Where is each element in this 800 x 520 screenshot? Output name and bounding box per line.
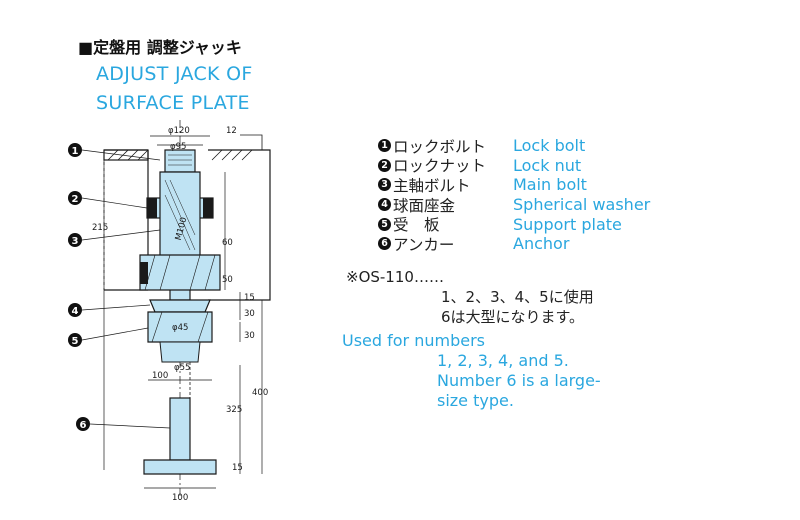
dim-w100-upper: 100 (152, 371, 168, 381)
legend-number-6: 6 (378, 237, 391, 251)
note-jp-line-1: ※OS-110…… (346, 268, 444, 286)
title-english: ADJUST JACK OF SURFACE PLATE (96, 60, 253, 118)
dim-h15-top: 15 (244, 293, 255, 303)
dim-d120: φ120 (168, 126, 190, 136)
surface-plate-right (208, 134, 271, 301)
legend-jp-spherical-washer: 球面座金 (393, 196, 456, 215)
legend-jp-main-bolt: 主軸ボルト (393, 176, 471, 195)
anchor (143, 361, 217, 475)
legend-en-lock-bolt: Lock bolt (513, 136, 586, 156)
callout-6: 6 (76, 417, 171, 431)
callout-4: 4 (68, 303, 151, 317)
dim-w100-lower: 100 (172, 493, 188, 503)
legend-number-4: 4 (378, 198, 391, 212)
legend-number-2: 2 (378, 158, 391, 172)
spherical-washer (149, 299, 211, 313)
jack-body (139, 254, 221, 291)
dim-h15-bottom: 15 (232, 463, 243, 473)
legend-en-anchor: Anchor (513, 234, 570, 254)
svg-text:1: 1 (72, 146, 79, 157)
dim-d45: φ45 (172, 323, 188, 333)
dim-h60: 60 (222, 238, 233, 248)
legend-en-lock-nut: Lock nut (513, 155, 582, 175)
legend-jp-anchor: アンカー (393, 235, 455, 254)
svg-text:4: 4 (72, 306, 79, 317)
dim-h30-upper: 30 (244, 309, 255, 319)
callout-1: 1 (68, 143, 161, 161)
usage-note-english: Used for numbers 1, 2, 3, 4, and 5. Numb… (342, 331, 601, 411)
callout-5: 5 (68, 327, 149, 347)
support-plate (147, 311, 213, 363)
legend-jp-lock-nut: ロックナット (393, 157, 487, 176)
note-en-line-2: 1, 2, 3, 4, and 5. (437, 351, 569, 370)
usage-note-japanese: ※OS-110…… 1、2、3、4、5に使用 6は大型になります。 (346, 267, 594, 327)
lock-bolt (164, 149, 196, 173)
note-jp-line-3: 6は大型になります。 (441, 308, 585, 326)
dim-h50: 50 (222, 275, 233, 285)
title-english-line-2: SURFACE PLATE (96, 92, 250, 114)
dim-h325: 325 (226, 405, 242, 415)
legend-en-spherical-washer: Spherical washer (513, 195, 651, 215)
dim-d95: φ95 (170, 142, 186, 152)
legend-number-3: 3 (378, 178, 391, 192)
note-en-line-4: size type. (437, 391, 514, 410)
note-jp-line-2: 1、2、3、4、5に使用 (441, 288, 594, 306)
title-japanese: ■定盤用 調整ジャッキ (78, 38, 242, 57)
callout-2: 2 (68, 191, 148, 209)
dim-t12: 12 (226, 126, 237, 136)
note-en-line-3: Number 6 is a large- (437, 371, 601, 390)
svg-text:5: 5 (72, 336, 79, 347)
title-english-line-1: ADJUST JACK OF (96, 63, 253, 85)
legend-jp-support-plate: 受 板 (393, 216, 440, 235)
callout-3: 3 (68, 229, 161, 247)
svg-text:6: 6 (80, 420, 87, 431)
dim-h215: 215 (92, 223, 108, 233)
legend-number-1: 1 (378, 139, 391, 153)
legend-en-support-plate: Support plate (513, 214, 622, 234)
dim-h30-lower: 30 (244, 331, 255, 341)
dim-d55: φ55 (174, 363, 190, 373)
legend-number-5: 5 (378, 217, 391, 231)
legend-en-main-bolt: Main bolt (513, 175, 587, 195)
legend-jp-lock-bolt: ロックボルト (393, 137, 487, 156)
svg-text:3: 3 (72, 236, 79, 247)
note-en-line-1: Used for numbers (342, 331, 485, 350)
dim-h400: 400 (252, 388, 268, 398)
svg-text:2: 2 (72, 194, 79, 205)
